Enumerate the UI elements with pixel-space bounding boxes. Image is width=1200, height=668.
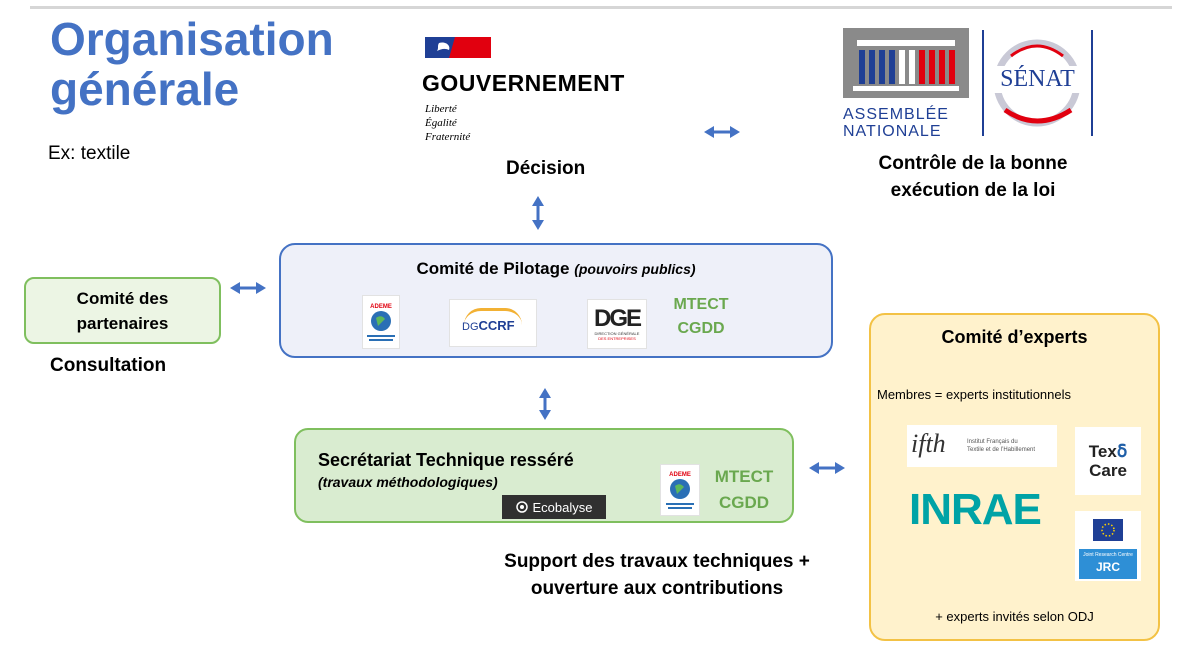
sec-mtect: MTECT [714,467,774,486]
copil-mtect: MTECT [673,296,729,313]
page-subtitle: Ex: textile [48,143,131,164]
sec-ademe-logo: ADEME [660,464,700,516]
arrow-partners-copil [230,282,266,294]
experts-members: Membres = experts institutionnels [877,387,1072,402]
top-divider [30,6,1172,9]
ecobalyse-icon [515,501,528,513]
secretariat-subtitle: (travaux méthodologiques) [318,474,498,490]
texcare-line1: Texẟ [1089,442,1127,461]
dge-sub2: DES ENTREPRISES [598,336,636,341]
arrow-copil-secretariat [539,388,551,420]
dge-logo: DGE DIRECTION GÉNÉRALE DES ENTREPRISES [587,299,647,349]
ifth-text: ifth [911,429,946,458]
dgccrf-prefix: DG [462,321,479,333]
gouvernement-name: GOUVERNEMENT [422,70,625,96]
jrc-sub: Joint Research Centre [1083,552,1133,558]
texcare-logo: Texẟ Care [1075,427,1141,495]
copil-cgdd: CGDD [677,320,725,337]
gouvernement-flag-logo [425,37,491,58]
arrow-secretariat-experts [809,462,845,474]
arrow-gouvernement-copil [532,196,544,230]
experts-title: Comité d’experts [941,327,1088,347]
partenaires-line2: partenaires [76,314,169,333]
comite-partenaires-box: Comité des partenaires [24,277,221,344]
senat-text: SÉNAT [987,66,1088,93]
copil-mtect-cgdd: MTECT CGDD [663,293,739,341]
inrae-logo: INRAE [909,485,1042,534]
globe-icon [670,478,690,499]
ademe-logo: ADEME [362,295,400,349]
page-title-line2: générale [50,63,240,115]
ifth-logo: ifth Institut Français du Textile et de … [907,425,1057,467]
dge-sub1: DIRECTION GÉNÉRALE [594,331,640,336]
motto-egalite: Égalité [425,117,457,129]
comite-pilotage-title-text: Comité de Pilotage [416,259,570,278]
eu-flag-icon [1093,519,1123,541]
ifth-sub2: Textile et de l’Habillement [967,447,1036,453]
texcare-symbol-icon: ẟ [1116,442,1128,461]
consultation-caption: Consultation [50,355,167,376]
assemblee-nationale-logo: ASSEMBLÉE NATIONALE [843,28,969,140]
ecobalyse-badge: Ecobalyse [502,495,606,519]
an-text-line2: NATIONALE [843,123,942,140]
controle-caption-line2: exécution de la loi [890,180,1056,201]
decision-caption: Décision [506,158,586,179]
support-caption-line1: Support des travaux techniques + [504,551,810,572]
controle-caption-line1: Contrôle de la bonne [878,153,1068,174]
partenaires-line1: Comité des [76,289,169,308]
dgccrf-logo: DGCCRF [449,299,537,347]
jrc-logo: Joint Research Centre JRC [1075,511,1141,581]
arrow-gouvernement-parlement [704,126,740,138]
assemblee-building-icon [843,28,969,98]
support-caption: Support des travaux techniques + ouvertu… [470,548,844,602]
comite-pilotage-title: Comité de Pilotage (pouvoirs publics) [281,259,831,279]
secretariat-technique-box: Secrétariat Technique resséré (travaux m… [294,428,794,523]
sec-mtect-cgdd: MTECT CGDD [706,464,782,516]
senat-logo: SÉNAT [981,28,1094,138]
gouvernement-motto: Liberté Égalité Fraternité [425,102,470,144]
sec-cgdd: CGDD [718,493,770,512]
dgccrf-text: CCRF [478,318,515,333]
experts-invites: + experts invités selon ODJ [935,609,1094,624]
texcare-line2: Care [1089,461,1127,480]
jrc-text: JRC [1095,560,1120,574]
ecobalyse-text: Ecobalyse [532,499,593,515]
ifth-sub1: Institut Français du [967,439,1018,445]
page-title: Organisation générale [50,14,334,114]
comite-experts-box: Comité d’experts Membres = experts insti… [869,313,1160,641]
ademe-logo-text: ADEME [370,303,392,310]
motto-liberte: Liberté [425,103,457,115]
controle-caption: Contrôle de la bonne exécution de la loi [838,150,1108,204]
an-text-line1: ASSEMBLÉE [843,106,949,123]
texcare-tex: Tex [1088,442,1117,461]
comite-pilotage-box: Comité de Pilotage (pouvoirs publics) AD… [279,243,833,358]
support-caption-line2: ouverture aux contributions [530,578,784,599]
globe-icon [371,310,391,331]
motto-fraternite: Fraternité [425,131,471,143]
secretariat-title: Secrétariat Technique resséré [318,450,574,470]
comite-pilotage-title-note: (pouvoirs publics) [574,261,696,277]
dge-text: DGE [593,305,642,332]
sec-ademe-logo-text: ADEME [669,471,691,478]
page-title-line1: Organisation [50,13,334,65]
